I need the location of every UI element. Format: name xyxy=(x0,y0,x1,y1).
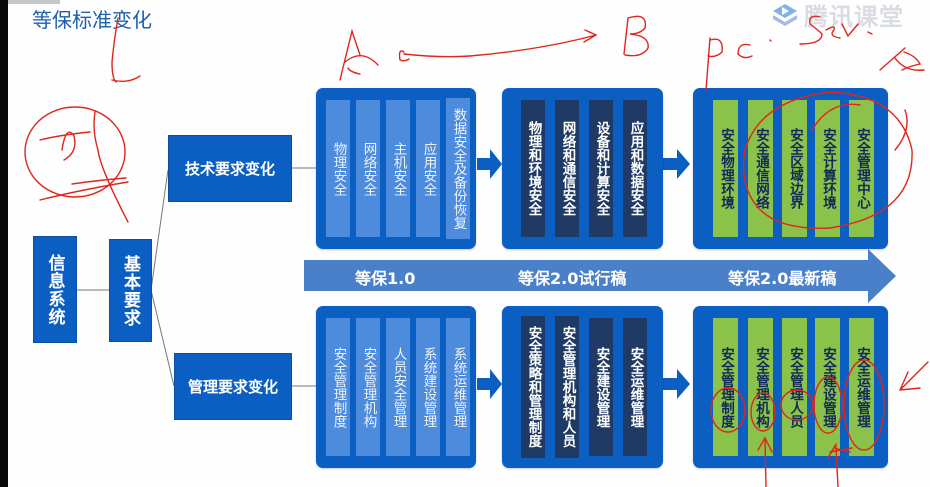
branch-technical-changes: 技术要求变化 xyxy=(168,135,292,202)
column-item: 安全管理制度 xyxy=(326,318,350,456)
window-edge xyxy=(0,0,8,487)
column-label: 安全策略和管理制度 xyxy=(525,326,542,448)
column-label: 安全建设管理 xyxy=(820,346,837,428)
branch-management-label: 管理要求变化 xyxy=(187,378,278,396)
column-label: 安全区域边界 xyxy=(787,128,804,209)
tree-connectors xyxy=(76,167,318,387)
arrow-right-icon xyxy=(477,369,502,399)
root-node-information-system: 信息系统 xyxy=(33,236,77,343)
column-item: 物理和环境安全 xyxy=(521,100,545,237)
column-item: 应用和数据安全 xyxy=(623,100,647,237)
branch-technical-label: 技术要求变化 xyxy=(184,160,275,178)
column-item: 安全物理环境 xyxy=(713,100,738,237)
column-label: 人员安全管理 xyxy=(390,346,407,428)
column-item: 数据安全及备份恢复 xyxy=(446,98,470,239)
column-label: 安全管理中心 xyxy=(854,128,871,209)
timeline-arrow xyxy=(304,249,896,303)
column-item: 安全管理人员 xyxy=(782,318,807,456)
column-item: 安全管理制度 xyxy=(713,318,738,456)
panel-management-v2-final: 安全管理制度 安全管理机构 安全管理人员 安全建设管理 安全运维管理 xyxy=(693,306,888,468)
branch-management-changes: 管理要求变化 xyxy=(174,353,292,420)
column-item: 设备和计算安全 xyxy=(589,100,613,237)
column-item: 安全管理机构 xyxy=(748,318,773,456)
root-node-label: 信息系统 xyxy=(44,253,65,326)
column-label: 安全管理人员 xyxy=(787,346,804,428)
timeline-stage-1: 等保1.0 xyxy=(355,269,416,288)
column-item: 系统建设管理 xyxy=(416,318,440,456)
column-item: 安全通信网络 xyxy=(748,100,773,237)
arrow-right-icon xyxy=(663,149,690,179)
arrow-right-icon xyxy=(663,369,690,399)
column-label: 网络和通信安全 xyxy=(559,121,576,216)
node-basic-requirements-label: 基本要求 xyxy=(120,254,140,327)
column-item: 安全建设管理 xyxy=(589,318,613,456)
column-item: 安全策略和管理制度 xyxy=(521,316,545,458)
column-label: 数据安全及备份恢复 xyxy=(450,107,467,230)
column-label: 安全管理制度 xyxy=(718,346,735,428)
column-label: 安全管理机构和人员 xyxy=(559,326,576,448)
column-item: 主机安全 xyxy=(386,100,410,237)
blurred-toolbar xyxy=(8,0,60,4)
column-label: 安全运维管理 xyxy=(854,346,871,428)
column-item: 安全运维管理 xyxy=(849,318,874,456)
column-label: 应用安全 xyxy=(420,141,437,196)
column-label: 系统运维管理 xyxy=(450,346,467,428)
column-item: 应用安全 xyxy=(416,100,440,237)
column-label: 网络安全 xyxy=(360,141,377,196)
column-label: 安全运维管理 xyxy=(627,346,644,428)
column-label: 安全物理环境 xyxy=(718,128,735,209)
column-label: 安全计算环境 xyxy=(820,128,837,209)
column-label: 物理和环境安全 xyxy=(525,121,542,216)
column-label: 安全建设管理 xyxy=(593,346,610,428)
timeline-stage-3: 等保2.0最新稿 xyxy=(728,269,837,288)
timeline-stage-2: 等保2.0试行稿 xyxy=(518,269,627,288)
column-item: 网络安全 xyxy=(356,100,380,237)
panel-technical-v1: 物理安全 网络安全 主机安全 应用安全 数据安全及备份恢复 xyxy=(316,88,476,249)
column-label: 安全管理机构 xyxy=(753,346,770,428)
column-item: 安全区域边界 xyxy=(782,100,807,237)
column-item: 物理安全 xyxy=(326,100,350,237)
column-item: 安全管理机构 xyxy=(356,318,380,456)
node-basic-requirements: 基本要求 xyxy=(109,239,152,342)
panel-management-v1: 安全管理制度 安全管理机构 人员安全管理 系统建设管理 系统运维管理 xyxy=(316,306,476,468)
panel-technical-v2-draft: 物理和环境安全 网络和通信安全 设备和计算安全 应用和数据安全 xyxy=(502,88,663,249)
column-item: 安全运维管理 xyxy=(623,318,647,456)
panel-technical-v2-final: 安全物理环境 安全通信网络 安全区域边界 安全计算环境 安全管理中心 xyxy=(693,88,888,249)
column-label: 主机安全 xyxy=(390,141,407,196)
column-item: 人员安全管理 xyxy=(386,318,410,456)
column-label: 安全管理制度 xyxy=(330,346,347,428)
column-label: 设备和计算安全 xyxy=(593,121,610,216)
column-item: 安全管理机构和人员 xyxy=(555,316,579,458)
arrow-right-icon xyxy=(477,149,502,179)
column-label: 安全管理机构 xyxy=(360,346,377,428)
column-item: 系统运维管理 xyxy=(446,318,470,456)
column-item: 安全管理中心 xyxy=(849,100,874,237)
column-label: 系统建设管理 xyxy=(420,346,437,428)
column-label: 物理安全 xyxy=(330,141,347,196)
column-label: 安全通信网络 xyxy=(753,128,770,209)
column-item: 安全计算环境 xyxy=(815,100,840,237)
column-item: 安全建设管理 xyxy=(815,318,840,456)
column-item: 网络和通信安全 xyxy=(555,100,579,237)
column-label: 应用和数据安全 xyxy=(627,121,644,216)
panel-management-v2-draft: 安全策略和管理制度 安全管理机构和人员 安全建设管理 安全运维管理 xyxy=(502,306,663,468)
